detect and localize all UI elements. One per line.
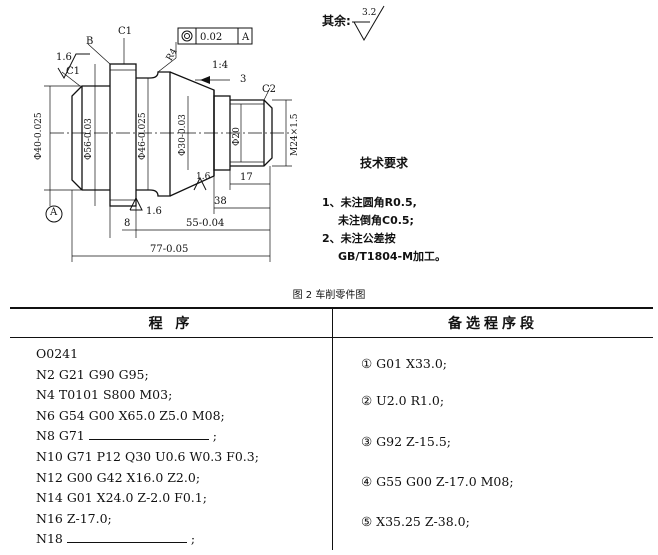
- datum-label: A: [50, 207, 58, 218]
- runout-icon: [181, 30, 193, 42]
- figure-caption: 图 2 车削零件图: [292, 290, 366, 301]
- part-drawing: [44, 5, 385, 262]
- tech-line-2: 未注倒角C0.5;: [338, 214, 414, 227]
- blank-suffix: ;: [190, 531, 196, 547]
- dim-len55: 55-0.04: [186, 218, 225, 229]
- program-line-blank-n8: N8 G71 ;: [10, 426, 332, 447]
- header-program: 程 序: [10, 307, 333, 338]
- program-line: N6 G54 G00 X65.0 Z5.0 M08;: [36, 407, 225, 423]
- section-dia46-outline: [136, 71, 171, 197]
- tech-line-1: 1、未注圆角R0.5,: [322, 196, 417, 209]
- label-taper-3: 3: [240, 74, 247, 85]
- roughness-symbol-left: [57, 53, 90, 80]
- label-b: B: [86, 36, 94, 47]
- label-rough-mid: 1.6: [196, 172, 211, 182]
- dim-dia30: Φ30-0.03: [178, 114, 188, 156]
- tech-line-3: 2、未注公差按: [322, 232, 396, 245]
- option-item: ⑤ X35.25 Z-38.0;: [361, 513, 470, 529]
- roughness-symbol-bottom: [129, 196, 143, 211]
- rest-roughness-value: 3.2: [362, 8, 377, 18]
- program-line: N4 T0101 S800 M03;: [36, 387, 173, 403]
- label-rough-bottom: 1.6: [146, 206, 162, 217]
- header-options: 备选程序段: [332, 307, 653, 338]
- tech-line-4: GB/T1804-M加工。: [338, 250, 447, 263]
- dim-dia40: Φ40-0.025: [34, 112, 44, 160]
- dim-dia20: Φ20: [232, 127, 242, 146]
- option-item: ② U2.0 R1.0;: [361, 393, 445, 409]
- label-c2: C2: [262, 84, 277, 95]
- program-column: O0241 N2 G21 G90 G95; N4 T0101 S800 M03;…: [10, 337, 333, 550]
- option-item: ③ G92 Z-15.5;: [361, 434, 451, 450]
- rest-label: 其余:: [322, 14, 351, 28]
- options-column: ① G01 X33.0; ② U2.0 R1.0; ③ G92 Z-15.5; …: [333, 338, 654, 550]
- blank-suffix: ;: [212, 428, 217, 444]
- dim-len8: 8: [124, 218, 131, 229]
- label-rough-left: 1.6: [56, 52, 72, 63]
- label-c1-left: C1: [66, 66, 81, 77]
- dim-thread: M24×1.5: [290, 113, 300, 156]
- section-dia40-outline: [71, 85, 83, 191]
- dim-len77: 77-0.05: [150, 244, 189, 255]
- label-c1-top: C1: [118, 26, 133, 37]
- runout-value: 0.02: [200, 32, 223, 43]
- label-taper: 1:4: [212, 60, 229, 71]
- program-line: N12 G00 G42 X16.0 Z2.0;: [36, 469, 201, 485]
- dim-dia46: Φ46-0.025: [138, 112, 148, 160]
- tech-title: 技术要求: [360, 156, 409, 170]
- fill-blank[interactable]: [66, 529, 187, 544]
- datum-circle: [45, 205, 63, 223]
- program-line-text: N8 G71: [36, 428, 85, 444]
- roughness-symbol-mid: [193, 176, 207, 191]
- option-item: ① G01 X33.0;: [361, 356, 447, 371]
- section-dia56-collar: [109, 63, 137, 207]
- dim-len17: 17: [240, 172, 253, 183]
- program-line: O0241: [36, 346, 79, 361]
- runout-datum: A: [242, 32, 250, 43]
- program-line-blank-n18: N18 ;: [10, 529, 332, 550]
- program-line: N10 G71 P12 Q30 U0.6 W0.3 F0.3;: [36, 448, 259, 464]
- runout-frame: [177, 27, 253, 45]
- option-item: ④ G55 G00 Z-17.0 M08;: [361, 473, 514, 489]
- program-line: N16 Z-17.0;: [36, 510, 112, 526]
- program-line-text: N18: [36, 531, 63, 547]
- dim-len38: 38: [214, 196, 227, 207]
- program-table: 程 序 备选程序段 O0241 N2 G21 G90 G95; N4 T0101…: [10, 307, 653, 550]
- program-line: N2 G21 G90 G95;: [36, 366, 149, 382]
- program-line: N14 G01 X24.0 Z-2.0 F0.1;: [36, 490, 207, 506]
- dim-dia56: Φ56-0.03: [84, 118, 94, 160]
- roughness-symbol-rest: [353, 5, 385, 42]
- fill-blank[interactable]: [88, 426, 209, 441]
